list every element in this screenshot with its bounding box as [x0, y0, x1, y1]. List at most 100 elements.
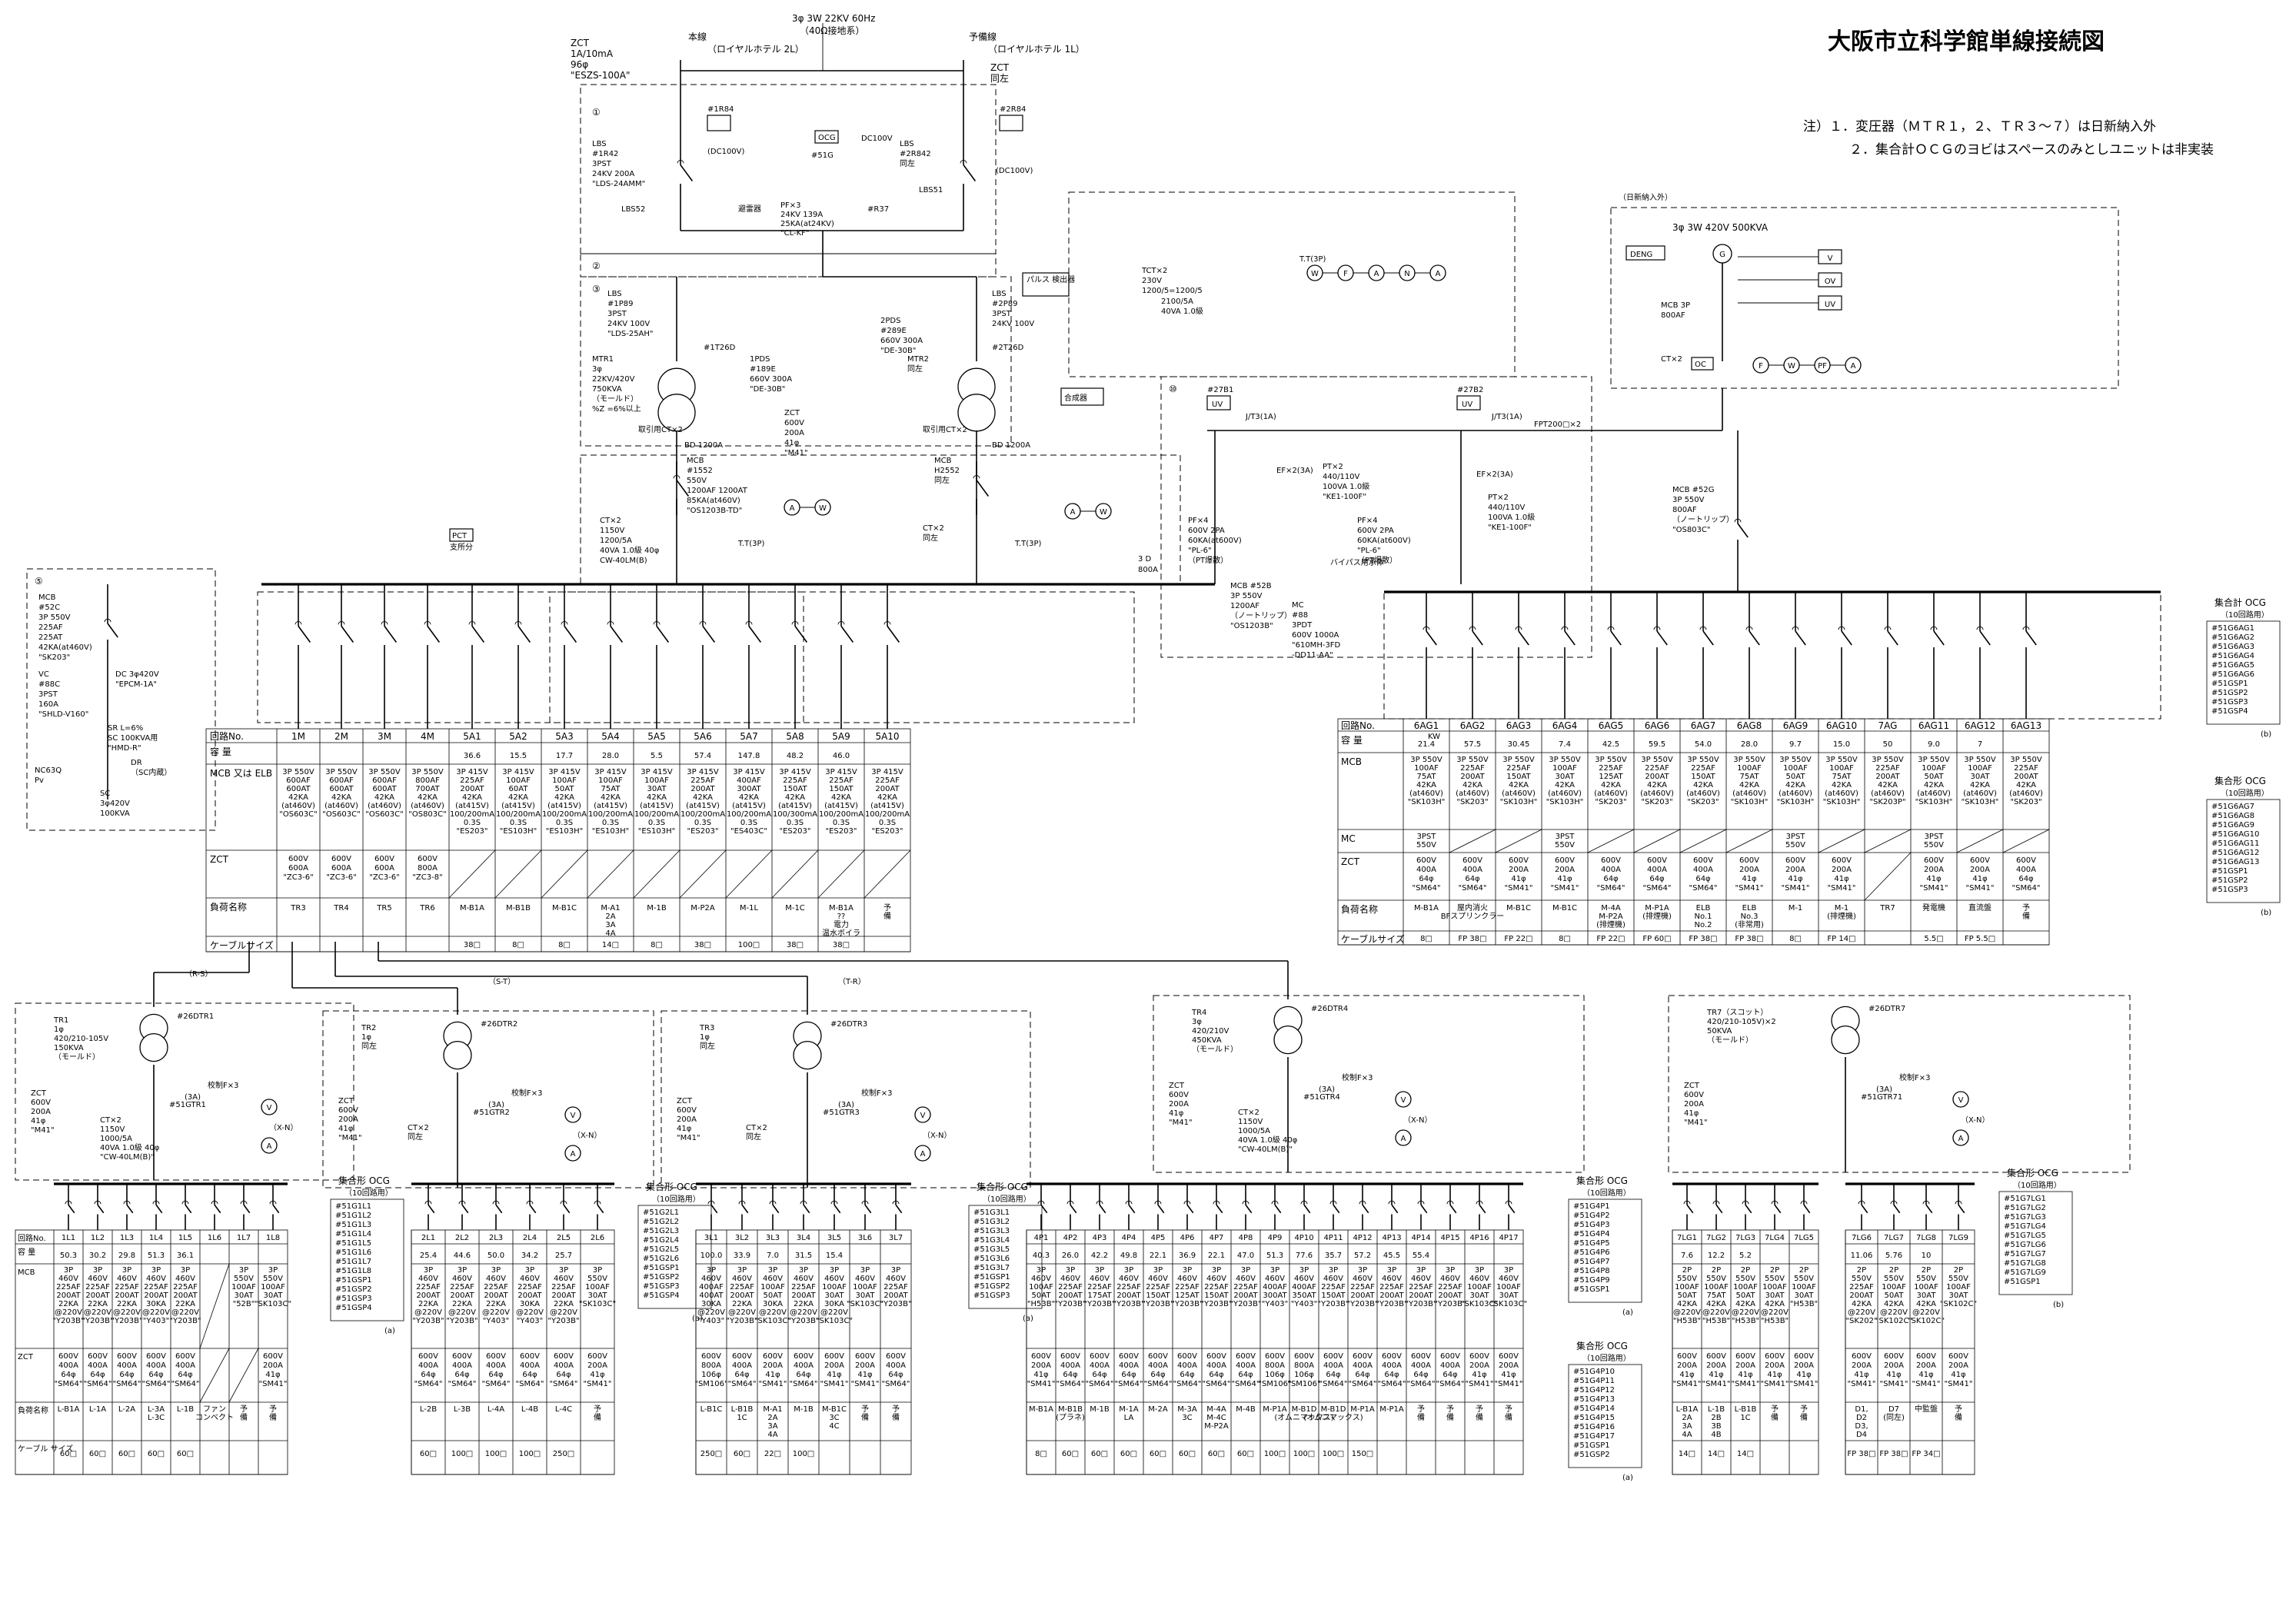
sub-circuit-zct: "SM41" [1702, 1380, 1731, 1388]
sub-circuit-mcb: 3P [1095, 1266, 1104, 1275]
sub-circuit-mcb: 225AF [1409, 1283, 1433, 1292]
sub-circuit-mcb: 3P [1183, 1266, 1192, 1275]
lbs-standby: LBS [900, 140, 914, 148]
lbs-main: LBS [592, 140, 607, 148]
sub-circuit-cable: 60□ [148, 1450, 165, 1458]
sub-circuit-mcb: 3P [458, 1266, 467, 1275]
sub-circuit-mcb: "Y203B" [787, 1317, 819, 1325]
breaker-contact [107, 623, 118, 638]
sub-circuit-cap: 49.8 [1120, 1252, 1137, 1260]
uv-label: UV [1212, 401, 1223, 409]
sub-circuit-zct: 64φ [888, 1371, 903, 1379]
gen-circuit-load: 屋内消火 [1457, 903, 1488, 913]
sub-circuit-mcb: 460V [732, 1275, 752, 1283]
sub-circuit-load: L-B1B [731, 1405, 754, 1414]
mtr2-spec: MTR2 [907, 355, 929, 364]
sub-circuit-cable: 100□ [793, 1450, 815, 1458]
sub-circuit-load: L-B1A [58, 1405, 80, 1414]
gen-circuit-no: 6AG12 [1965, 720, 1995, 731]
sub-circuit-load: 備 [1446, 1412, 1454, 1422]
main-circuit-mcb: 225AF [690, 776, 715, 785]
sub-circuit-no: 7LG3 [1735, 1234, 1755, 1242]
sub-transformer-spec: 同左 [361, 1041, 377, 1051]
breaker-arc [1066, 1200, 1074, 1205]
main-circuit-mcb: 300AT [737, 785, 761, 793]
main-circuit-mcb: "ES103H" [500, 827, 537, 836]
ocg-set-item: #51GSP1 [1573, 1441, 1610, 1450]
sub-circuit-mcb: 200AT [1116, 1292, 1141, 1300]
sub-circuit-load: M-1A [1119, 1405, 1139, 1414]
sub-table-row-label: 回路No. [18, 1233, 46, 1243]
sub-circuit-zct: 64φ [148, 1371, 164, 1379]
sub-circuit-mcb: @220V [1761, 1308, 1789, 1317]
sub-circuit-mcb: 3P [424, 1266, 433, 1275]
sub-circuit-no: 2L3 [489, 1234, 503, 1242]
gen-circuit-mcb: "SK203" [1595, 798, 1626, 806]
sub-circuit-zct: 600V [554, 1352, 574, 1361]
breaker-contact [1795, 630, 1806, 646]
breaker-contact [1303, 1204, 1311, 1214]
sub-circuit-zct: 400A [520, 1361, 540, 1370]
gen-circuit-mcb: (at460V) [1732, 790, 1766, 798]
gen-circuit-mcb: (at460V) [1871, 790, 1905, 798]
sub-circuit-mcb: "Y203B" [726, 1317, 757, 1325]
breaker-contact [272, 1204, 280, 1214]
ocg-set-sub: （10回路用） [2221, 788, 2269, 798]
gen-circuit-load: M-P2A [1599, 913, 1623, 921]
main-circuit-mcb: 100AF [598, 776, 623, 785]
sub-circuit-load: 1C [737, 1414, 747, 1422]
lbs-tag: LBS51 [919, 186, 943, 194]
zct-main-line: "ESZS-100A" [571, 70, 631, 81]
supply-system: 3φ 3W 22KV 60Hz [792, 13, 875, 24]
ocg-set-item: #51G6AG7 [2211, 803, 2254, 811]
main-circuit-mcb: 150AT [783, 785, 807, 793]
synth-label: 合成器 [1064, 393, 1087, 403]
meter-label: A [267, 1142, 272, 1151]
gen-circuit-mcb: 200AT [1645, 773, 1669, 781]
sub-transformer-feed: （R-S） [185, 969, 213, 979]
sub-circuit-zct: 64φ [556, 1371, 571, 1379]
breaker-arc [1884, 626, 1892, 630]
gen-circuit-mc: 550V [1924, 841, 1944, 849]
gen-circuit-zct: "SM64" [1643, 884, 1672, 893]
sub-circuit-zct: 400A [58, 1361, 78, 1370]
gen-circuit-load: 予 [2022, 903, 2030, 913]
main-circuit-mcb: "ES103H" [638, 827, 675, 836]
sub-circuit-zct: 400A [732, 1361, 752, 1370]
sub-transformer-ocg: #51GTR1 [169, 1101, 206, 1109]
gen-circuit-mcb: 50AT [1786, 773, 1806, 781]
gen-circuit-mcb: 3P 550V [1825, 756, 1858, 764]
gen-circuit-load: M-B1C [1506, 904, 1531, 913]
breaker-arc [1476, 1200, 1483, 1205]
ocg-relay: #51G [811, 151, 834, 160]
breaker-contact [748, 626, 762, 643]
sub-transformer-zct: 600V [1684, 1091, 1704, 1099]
sub-circuit-cap: 22.1 [1150, 1252, 1166, 1260]
main-circuit-load: 4A [605, 929, 615, 938]
breaker-arc [769, 1200, 777, 1205]
sub-circuit-mcb: 22KA [732, 1300, 752, 1308]
sub-transformer-zct: "M41" [31, 1126, 55, 1135]
sub-circuit-mcb: 100AF [1467, 1283, 1492, 1292]
sub-circuit-cap: 55.4 [1413, 1252, 1429, 1260]
sub-transformer-spec: 50KVA [1707, 1027, 1732, 1036]
sub-circuit-no: 1L4 [149, 1234, 163, 1242]
sub-meter [261, 1137, 278, 1154]
main-circuit-mcb: (at460V) [368, 802, 401, 810]
main-circuit-mcb: 600AT [329, 785, 354, 793]
mcb52b: 3P 550V [1230, 592, 1263, 600]
sub-transformer-zct: 600V [1169, 1091, 1189, 1099]
gen-header: （日新納入外） [1619, 192, 1672, 202]
gen-circuit-mcb: (at460V) [1409, 790, 1443, 798]
sub-circuit-mcb: 460V [1119, 1275, 1139, 1283]
sub-circuit-mcb: 550V [263, 1275, 283, 1283]
ocg-set-to: (a) [1622, 1308, 1633, 1317]
sub-circuit-zct: 200A [263, 1361, 283, 1370]
ocg-set-item: #51GSP2 [335, 1285, 372, 1294]
sub-circuit-mcb: 225AF [1146, 1283, 1170, 1292]
sub-circuit-zct: 600V [1677, 1352, 1697, 1361]
main-circuit-mcb: 100/200mA [680, 810, 725, 819]
sub-circuit-zct: 600V [1884, 1352, 1904, 1361]
breaker-arc [892, 1200, 900, 1205]
sub-circuit-mcb: 460V [1499, 1275, 1519, 1283]
